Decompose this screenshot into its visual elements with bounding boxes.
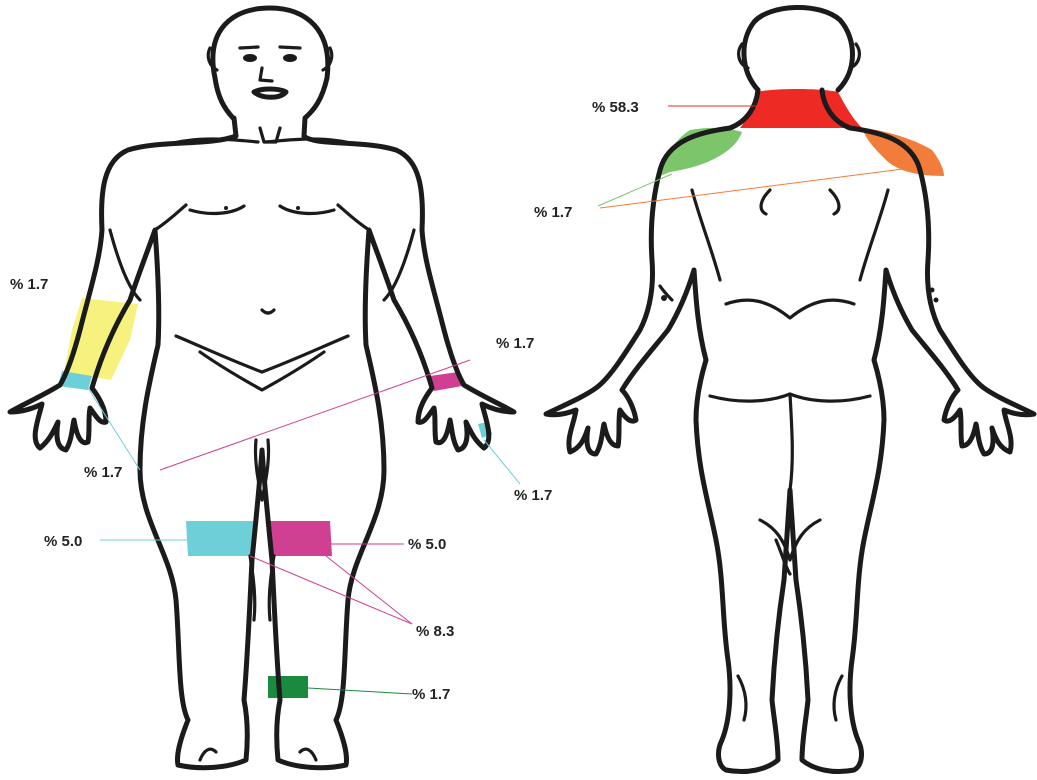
label-left-wrist: % 1.7 xyxy=(496,335,534,352)
back-body-outline xyxy=(546,90,1034,772)
front-body-outline xyxy=(10,136,514,768)
front-body-figure xyxy=(10,8,514,768)
label-right-forearm: % 1.7 xyxy=(10,276,48,293)
label-both-knees: % 8.3 xyxy=(416,623,454,640)
label-shoulders: % 1.7 xyxy=(534,204,572,221)
label-neck: % 58.3 xyxy=(592,99,639,116)
leader-lines xyxy=(88,106,910,694)
back-body-figure xyxy=(546,7,1034,771)
label-right-knee: % 5.0 xyxy=(44,533,82,550)
label-left-ankle: % 1.7 xyxy=(412,686,450,703)
front-left-knee-region xyxy=(266,521,332,556)
front-right-knee-region xyxy=(186,521,254,556)
label-left-hand: % 1.7 xyxy=(514,487,552,504)
front-left-ankle-region xyxy=(268,676,308,698)
label-left-knee: % 5.0 xyxy=(408,536,446,553)
label-right-wrist: % 1.7 xyxy=(84,464,122,481)
back-head-outline xyxy=(744,7,853,90)
front-head-outline xyxy=(213,8,328,136)
